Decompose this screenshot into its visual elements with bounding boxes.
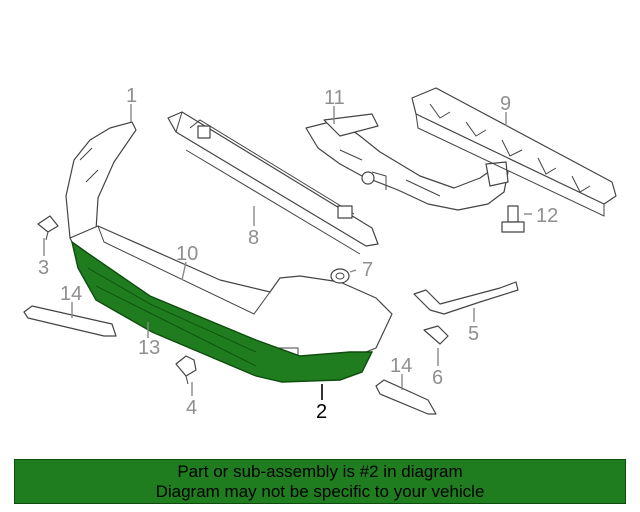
callout-13: 13	[138, 337, 160, 359]
part-14-trim-strip-left	[23, 305, 117, 337]
part-14-trim-strip-right	[375, 379, 437, 415]
part-3-push-clip	[37, 215, 59, 241]
callout-6: 6	[432, 367, 443, 389]
banner-line-2: Diagram may not be specific to your vehi…	[155, 481, 485, 501]
part-12-bolt	[501, 205, 525, 233]
parts-diagram: 1 2 3 4 5 6 7 8 9 10 11 12 13 14 14	[23, 85, 617, 423]
part-7-grommet	[330, 268, 350, 284]
callout-2: 2	[316, 401, 327, 423]
callout-10: 10	[176, 243, 198, 265]
callout-7: 7	[362, 259, 373, 281]
callout-11: 11	[324, 87, 345, 109]
part-9-energy-absorber	[411, 87, 617, 217]
part-11-support-beam	[305, 113, 509, 211]
part-5-bracket	[413, 281, 519, 315]
callout-14-right: 14	[390, 355, 412, 377]
callout-4: 4	[186, 397, 197, 419]
callout-12: 12	[536, 205, 558, 227]
callout-8: 8	[248, 227, 259, 249]
part-1-fascia-side	[65, 121, 137, 239]
banner-line-1: Part or sub-assembly is #2 in diagram	[177, 461, 463, 481]
callout-14-left: 14	[60, 283, 82, 305]
part-2-lower-valance	[70, 240, 374, 383]
part-8-reinforcement-bar	[167, 111, 379, 255]
callout-3: 3	[38, 257, 49, 279]
leader-lines	[43, 104, 532, 400]
callout-5: 5	[468, 323, 479, 345]
callout-9: 9	[500, 93, 511, 115]
part-6-clip	[423, 325, 449, 345]
part-4-push-pin	[175, 355, 197, 385]
callout-1: 1	[126, 85, 137, 107]
part-info-banner: Part or sub-assembly is #2 in diagram Di…	[14, 459, 626, 504]
